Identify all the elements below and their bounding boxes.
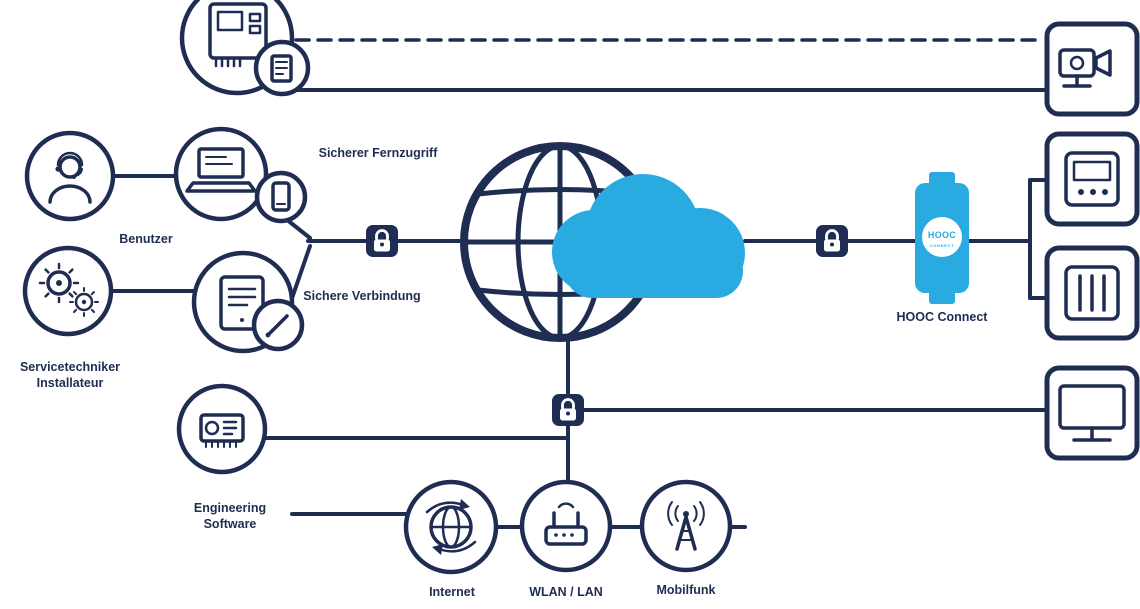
gateway-brand-sub: CONNECT [930, 243, 955, 248]
control-system-node [179, 0, 311, 97]
laptop-node [173, 126, 308, 224]
io-module-box [1044, 245, 1140, 341]
lock-icon-right [814, 223, 850, 259]
engineering-label-line1: Engineering [194, 501, 266, 515]
hooc-connect-gateway: HOOC CONNECT [915, 172, 969, 304]
router-icon [544, 502, 588, 546]
gears-icon [38, 262, 99, 317]
wlan-label: WLAN / LAN [529, 585, 603, 599]
service-node [22, 245, 114, 337]
users-label: Benutzer [119, 232, 173, 246]
io-module-icon [1064, 265, 1120, 321]
gateway-label: HOOC Connect [897, 310, 989, 324]
engineering-tool-icon [199, 413, 245, 448]
controller-icon [1064, 151, 1120, 207]
engineering-node [176, 383, 268, 475]
router-node [519, 479, 613, 573]
engineering-label-line2: Software [204, 517, 257, 531]
lock-icon-bottom [550, 392, 586, 428]
mobile-node [639, 479, 733, 573]
path-lower-label: Sichere Verbindung [303, 289, 420, 303]
path-upper-label: Sicherer Fernzugriff [319, 146, 439, 160]
tablet-icon [219, 275, 265, 331]
operator-headset-icon [48, 151, 92, 204]
laptop-icon [185, 147, 257, 193]
tablet-node [191, 250, 305, 354]
stylus-icon [265, 314, 289, 338]
mobile-label: Mobilfunk [656, 583, 715, 597]
cloud-icon [552, 174, 745, 298]
control-system-icon [208, 2, 268, 68]
smartphone-icon [271, 181, 291, 212]
controller-box [1044, 131, 1140, 227]
monitor-icon [1058, 384, 1126, 442]
internet-node [403, 479, 499, 575]
hmi-box [1044, 365, 1140, 461]
internet-label: Internet [429, 585, 476, 599]
service-label-line1: Servicetechniker [20, 360, 120, 374]
service-label-line2: Installateur [37, 376, 104, 390]
internet-globe-icon [425, 499, 477, 555]
camera-box [1044, 21, 1140, 117]
module-badge-icon [270, 54, 293, 83]
gateway-brand: HOOC [928, 230, 956, 240]
camera-icon [1058, 48, 1112, 88]
lock-icon-left [364, 223, 400, 259]
antenna-icon [667, 501, 705, 551]
operator-node [24, 130, 116, 222]
